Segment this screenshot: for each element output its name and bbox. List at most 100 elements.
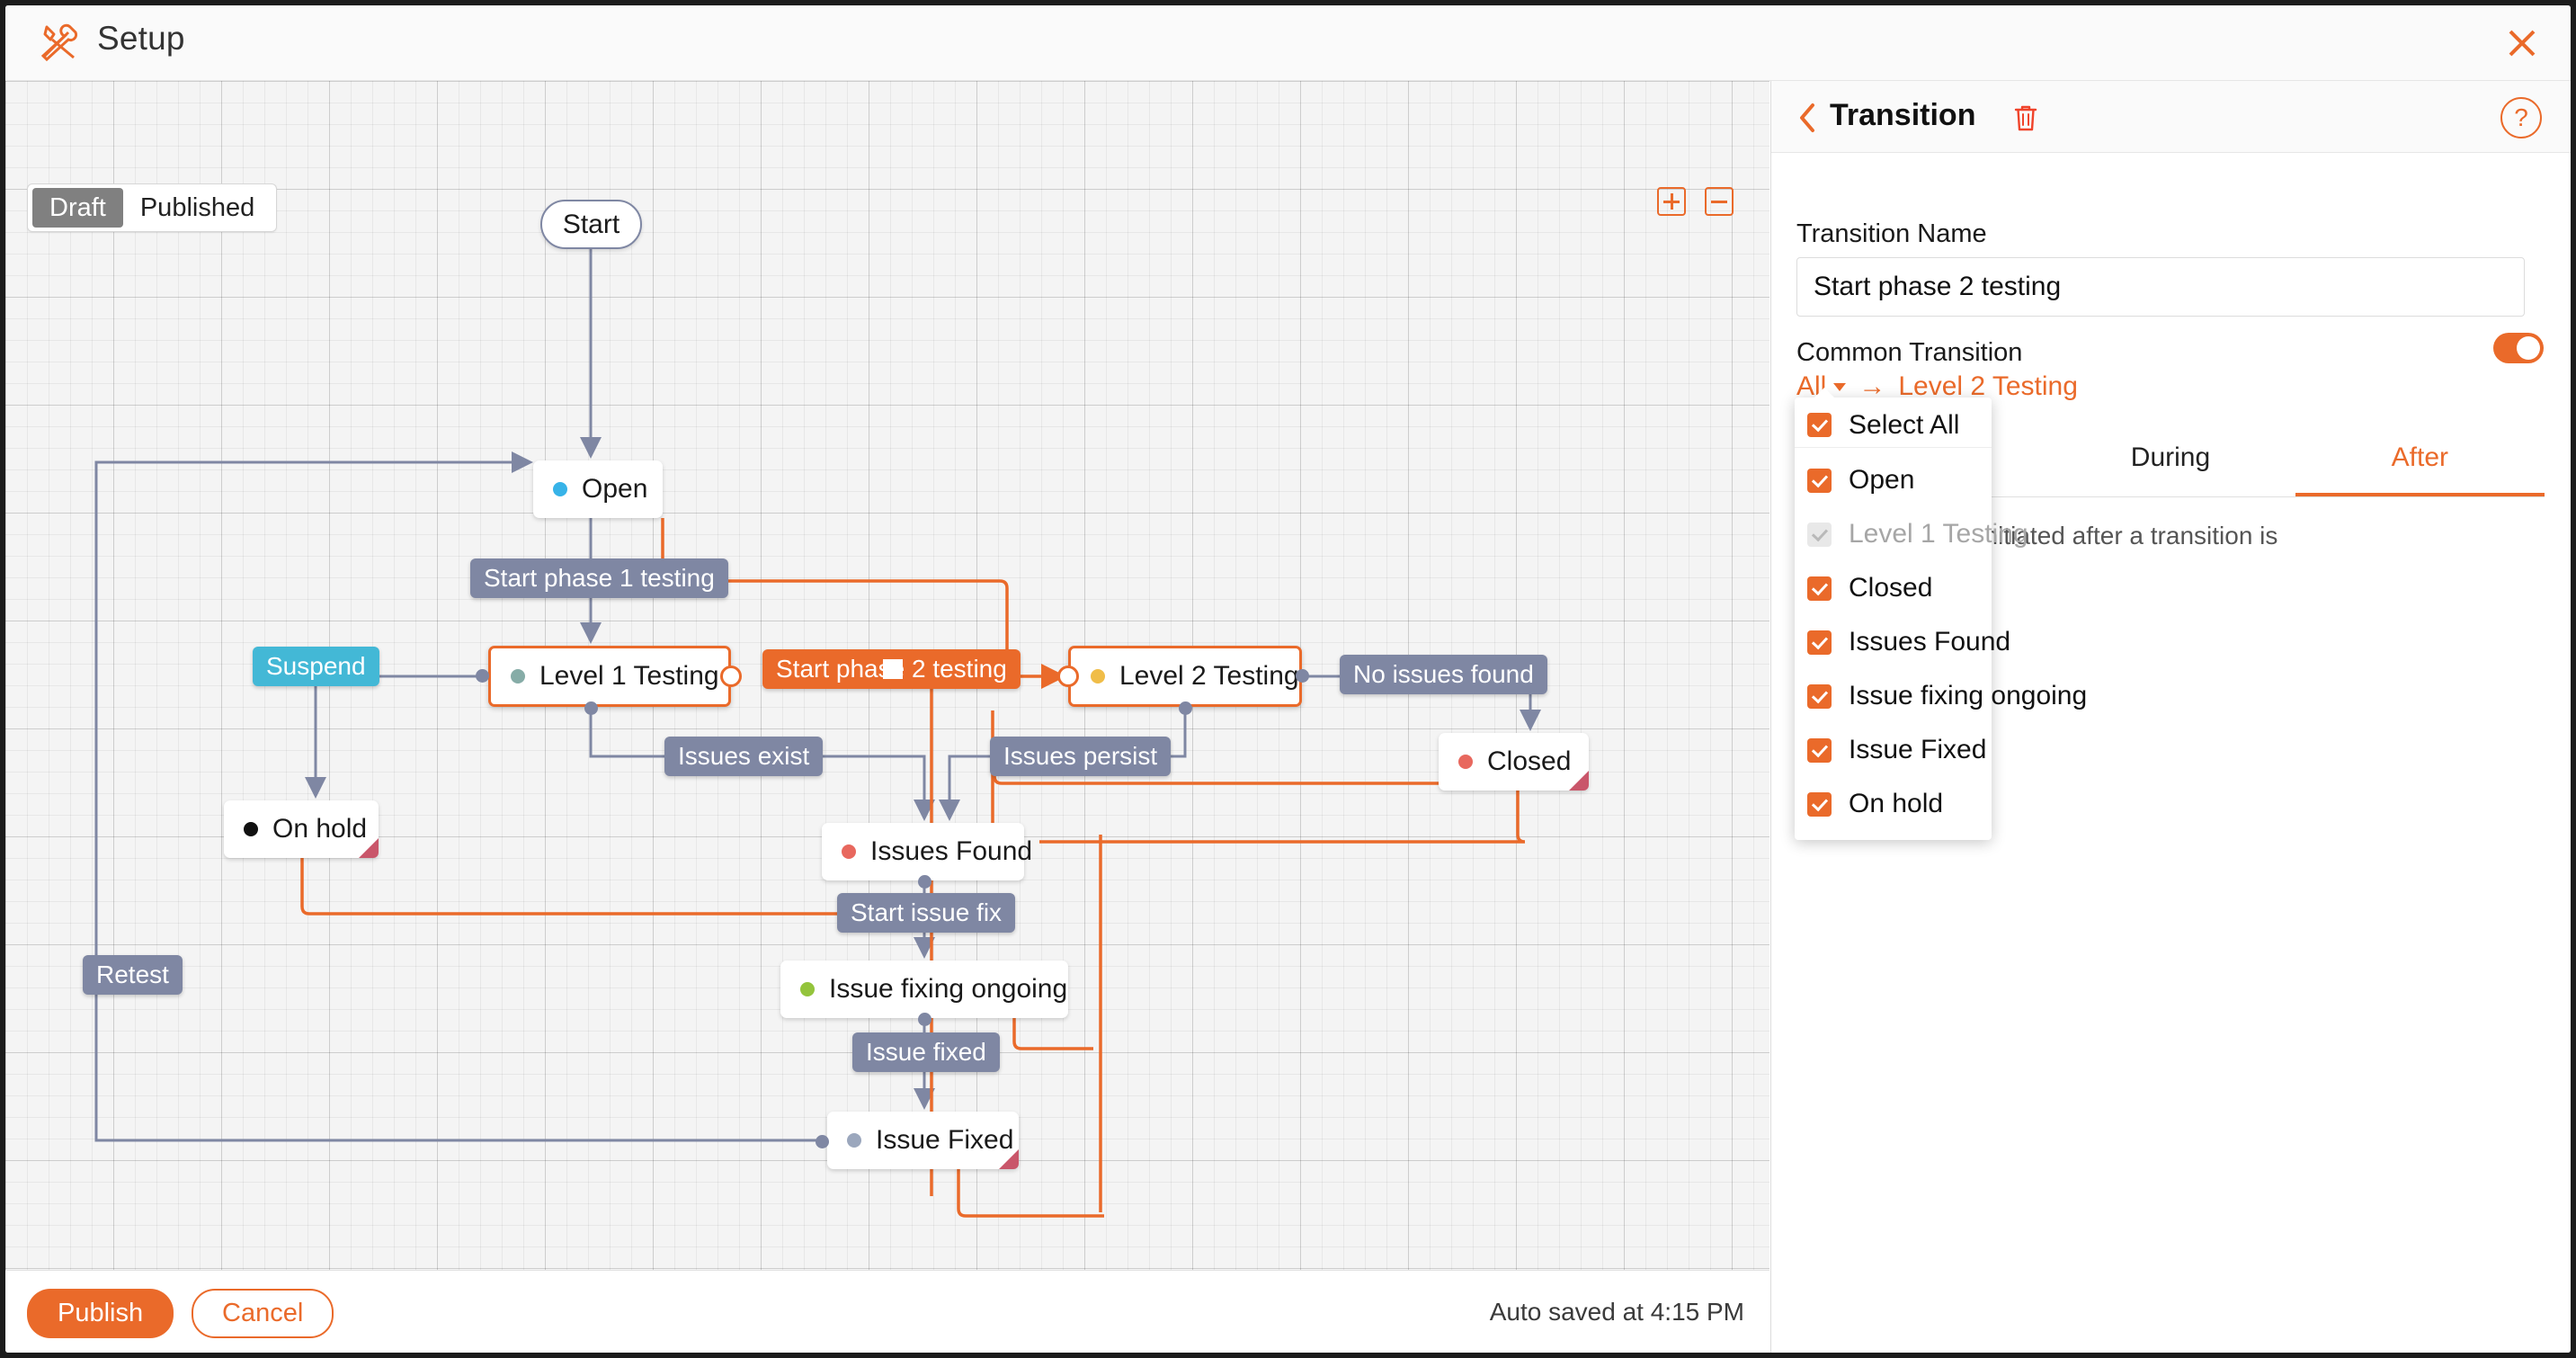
transition-label-suspend[interactable]: Suspend <box>253 647 379 686</box>
node-corner-flag <box>1569 771 1589 791</box>
transition-route: All → Level 2 Testing <box>1796 371 2078 402</box>
transition-label-issues-exist[interactable]: Issues exist <box>664 737 824 776</box>
node-on-hold[interactable]: On hold <box>224 800 379 858</box>
transition-label-start-phase-2-testing[interactable]: Start phase 2 testing <box>762 649 1021 689</box>
dropdown-item-closed[interactable]: Closed <box>1795 561 1992 615</box>
dropdown-item-select-all[interactable]: Select All <box>1795 403 1992 448</box>
transition-label-issues-persist[interactable]: Issues persist <box>990 737 1172 776</box>
transition-panel: Transition ? Transition Name Common Tran… <box>1770 81 2571 1353</box>
transition-label-text: Start phase 1 testing <box>484 564 715 592</box>
transition-label-start-issue-fix[interactable]: Start issue fix <box>837 893 1016 933</box>
node-level-2-testing[interactable]: Level 2 Testing <box>1068 646 1302 707</box>
route-target-state[interactable]: Level 2 Testing <box>1898 371 2078 401</box>
close-icon[interactable] <box>2495 16 2549 70</box>
node-closed[interactable]: Closed <box>1439 733 1589 791</box>
tab-during[interactable]: During <box>2130 442 2211 472</box>
node-port-out[interactable] <box>720 666 742 687</box>
node-port-bottom[interactable] <box>918 875 931 889</box>
checkbox-checked-icon[interactable] <box>1807 737 1832 763</box>
node-port-out[interactable] <box>1296 669 1309 683</box>
tools-icon <box>40 23 78 62</box>
text-selection-caret <box>883 659 903 679</box>
node-corner-flag <box>999 1149 1019 1169</box>
back-chevron-icon[interactable] <box>1797 103 1817 133</box>
dropdown-item-issue-fixing-ongoing[interactable]: Issue fixing ongoing <box>1795 669 2087 723</box>
common-transition-toggle[interactable] <box>2493 333 2544 363</box>
node-label: Issue fixing ongoing <box>829 974 1068 1004</box>
dropdown-item-issues-found[interactable]: Issues Found <box>1795 615 2010 669</box>
panel-header: Transition ? <box>1771 81 2571 153</box>
status-dot <box>800 982 815 996</box>
workflow-connectors <box>94 249 1541 1218</box>
node-label: On hold <box>272 814 368 844</box>
published-tab[interactable]: Published <box>139 193 255 222</box>
node-port-in[interactable] <box>476 669 489 683</box>
transition-label-retest[interactable]: Retest <box>83 955 183 995</box>
dropdown-item-label: Select All <box>1849 409 1960 440</box>
transition-label-text: Issue fixed <box>866 1038 986 1066</box>
node-port-in[interactable] <box>1057 666 1079 687</box>
node-level-1-testing[interactable]: Level 1 Testing <box>488 646 731 707</box>
status-dot <box>1458 755 1473 769</box>
transition-label-text: Retest <box>96 960 169 988</box>
checkbox-checked-icon[interactable] <box>1807 468 1832 493</box>
transition-label-start-phase-1-testing[interactable]: Start phase 1 testing <box>470 558 728 598</box>
transition-label-text: No issues found <box>1353 660 1534 688</box>
transition-label-no-issues-found[interactable]: No issues found <box>1340 655 1547 694</box>
checkbox-checked-icon[interactable] <box>1807 630 1832 655</box>
publish-button[interactable]: Publish <box>27 1289 174 1338</box>
zoom-in-icon[interactable] <box>1657 187 1686 216</box>
checkbox-checked-icon[interactable] <box>1807 683 1832 709</box>
dropdown-item-label: Issue Fixed <box>1849 735 1987 764</box>
chevron-down-icon[interactable] <box>1833 382 1847 391</box>
workflow-canvas[interactable]: Draft Published Start Open Level 1 Testi… <box>5 81 1769 1270</box>
title-bar: Setup <box>5 5 2571 81</box>
transition-name-input[interactable] <box>1796 257 2525 317</box>
setup-window: Setup <box>5 5 2571 1353</box>
node-start[interactable]: Start <box>540 200 642 249</box>
version-switch[interactable]: Draft Published <box>27 183 278 232</box>
dropdown-item-label: On hold <box>1849 789 1944 818</box>
autosave-status: Auto saved at 4:15 PM <box>1489 1298 1744 1326</box>
node-label: Level 1 Testing <box>539 661 719 691</box>
dropdown-item-label: Issues Found <box>1849 627 2011 657</box>
node-issue-fixing-ongoing[interactable]: Issue fixing ongoing <box>780 960 1068 1018</box>
node-label: Level 2 Testing <box>1119 661 1299 691</box>
status-dot <box>847 1133 861 1148</box>
draft-tab[interactable]: Draft <box>32 188 123 228</box>
node-issue-fixed[interactable]: Issue Fixed <box>827 1112 1019 1169</box>
dropdown-item-on-hold[interactable]: On hold <box>1795 777 1992 831</box>
zoom-out-icon[interactable] <box>1705 187 1734 216</box>
node-label: Closed <box>1487 746 1572 776</box>
dropdown-item-level-1-testing: Level 1 Testing <box>1795 507 2028 561</box>
checkbox-disabled-icon <box>1807 522 1832 547</box>
dropdown-item-label: Level 1 Testing <box>1849 519 2028 549</box>
common-transition-label: Common Transition <box>1796 338 2023 367</box>
node-label: Open <box>582 474 648 504</box>
help-icon[interactable]: ? <box>2500 97 2542 138</box>
checkbox-checked-icon[interactable] <box>1807 576 1832 601</box>
checkbox-checked-icon[interactable] <box>1807 791 1832 817</box>
panel-body: Transition Name Common Transition All → … <box>1771 153 2571 1353</box>
node-port-in[interactable] <box>816 1135 829 1148</box>
page-title: Setup <box>97 20 185 57</box>
status-dot <box>1091 669 1105 683</box>
transition-name-label: Transition Name <box>1796 219 1987 248</box>
node-port-bottom[interactable] <box>1179 701 1192 715</box>
cancel-button[interactable]: Cancel <box>192 1289 334 1338</box>
node-corner-flag <box>359 838 379 858</box>
node-port-bottom[interactable] <box>584 701 598 715</box>
transition-label-text: Start issue fix <box>851 898 1003 926</box>
node-open[interactable]: Open <box>533 460 663 518</box>
state-multiselect-dropdown[interactable]: Select All Open Level 1 Testing Closed I… <box>1795 388 2087 840</box>
node-port-bottom[interactable] <box>918 1013 931 1026</box>
checkbox-checked-icon[interactable] <box>1807 413 1832 437</box>
dropdown-item-open[interactable]: Open <box>1795 453 1992 507</box>
status-dot <box>511 669 525 683</box>
trash-icon[interactable] <box>2014 104 2037 131</box>
transition-label-issue-fixed[interactable]: Issue fixed <box>852 1032 1000 1072</box>
dropdown-item-issue-fixed[interactable]: Issue Fixed <box>1795 723 1992 777</box>
footer-bar: Publish Cancel Auto saved at 4:15 PM <box>5 1270 1769 1353</box>
tab-after[interactable]: After <box>2295 418 2545 496</box>
node-issues-found[interactable]: Issues Found <box>822 823 1032 880</box>
